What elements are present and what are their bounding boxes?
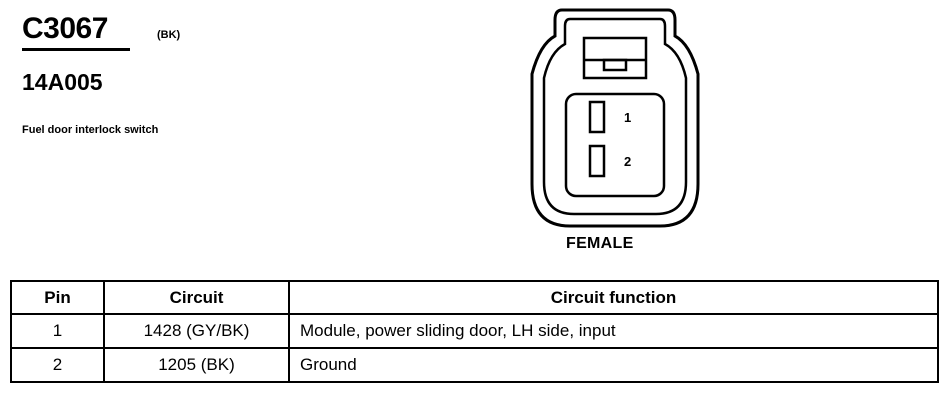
part-number: 14A005 bbox=[22, 69, 103, 95]
connector-id: C3067 bbox=[22, 12, 108, 45]
cell-pin: 1 bbox=[10, 313, 105, 349]
pin-table-header-row: Pin Circuit Circuit function bbox=[10, 280, 939, 315]
table-row: 1 1428 (GY/BK) Module, power sliding doo… bbox=[10, 313, 939, 349]
table-row: 2 1205 (BK) Ground bbox=[10, 347, 939, 383]
pin-cavity-2 bbox=[588, 144, 606, 178]
connector-housing-inner bbox=[542, 17, 688, 216]
connector-housing-outer bbox=[530, 8, 700, 228]
connector-face-diagram: 1 2 bbox=[530, 8, 700, 228]
connector-description: Fuel door interlock switch bbox=[22, 124, 159, 136]
pin-label-1: 1 bbox=[624, 110, 631, 125]
cell-circuit: 1428 (GY/BK) bbox=[103, 313, 290, 349]
header-circuit-function: Circuit function bbox=[288, 280, 939, 315]
connector-latch-tab bbox=[602, 58, 628, 72]
cell-circuit: 1205 (BK) bbox=[103, 347, 290, 383]
connector-gender-label: FEMALE bbox=[566, 235, 634, 252]
pin-table: Pin Circuit Circuit function 1 1428 (GY/… bbox=[10, 280, 939, 383]
connector-color: (BK) bbox=[157, 29, 181, 41]
connector-id-underline bbox=[22, 48, 130, 51]
connector-latch bbox=[582, 36, 648, 80]
pin-label-2: 2 bbox=[624, 154, 631, 169]
pin-cavity-1 bbox=[588, 100, 606, 134]
header-circuit: Circuit bbox=[103, 280, 290, 315]
cell-pin: 2 bbox=[10, 347, 105, 383]
cell-circuit-function: Module, power sliding door, LH side, inp… bbox=[288, 313, 939, 349]
terminal-block bbox=[564, 92, 666, 198]
header-pin: Pin bbox=[10, 280, 105, 315]
cell-circuit-function: Ground bbox=[288, 347, 939, 383]
